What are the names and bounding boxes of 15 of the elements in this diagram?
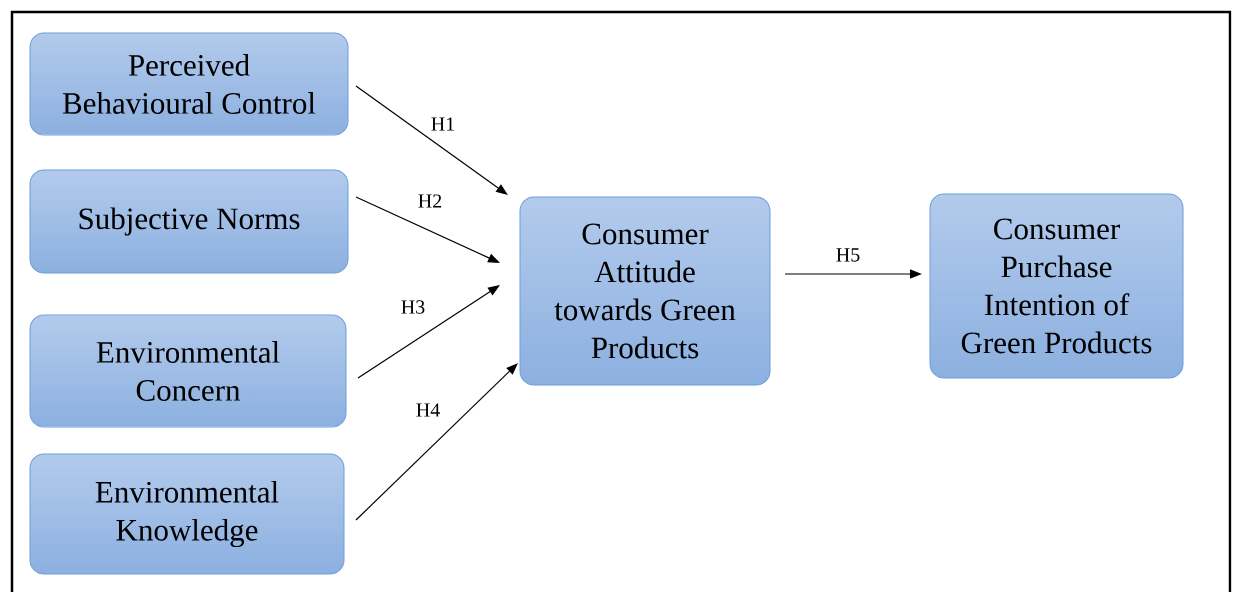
- arrow: [357, 285, 500, 379]
- concept-box: Environmental Knowledge: [29, 453, 345, 575]
- arrow: [355, 196, 500, 263]
- edge-label: H1: [429, 116, 457, 132]
- arrow: [355, 85, 508, 195]
- edge-label: H3: [399, 299, 427, 315]
- edge-label: H2: [416, 193, 444, 209]
- concept-box: Consumer Attitude towards Green Products: [519, 196, 771, 386]
- concept-box: Subjective Norms: [29, 169, 349, 274]
- concept-box: Perceived Behavioural Control: [29, 32, 349, 136]
- edge-label: H5: [834, 247, 862, 263]
- edge-label: H4: [414, 402, 442, 418]
- arrow: [355, 363, 518, 521]
- concept-box: Consumer Purchase Intention of Green Products: [929, 193, 1184, 379]
- concept-box: Environmental Concern: [29, 314, 347, 428]
